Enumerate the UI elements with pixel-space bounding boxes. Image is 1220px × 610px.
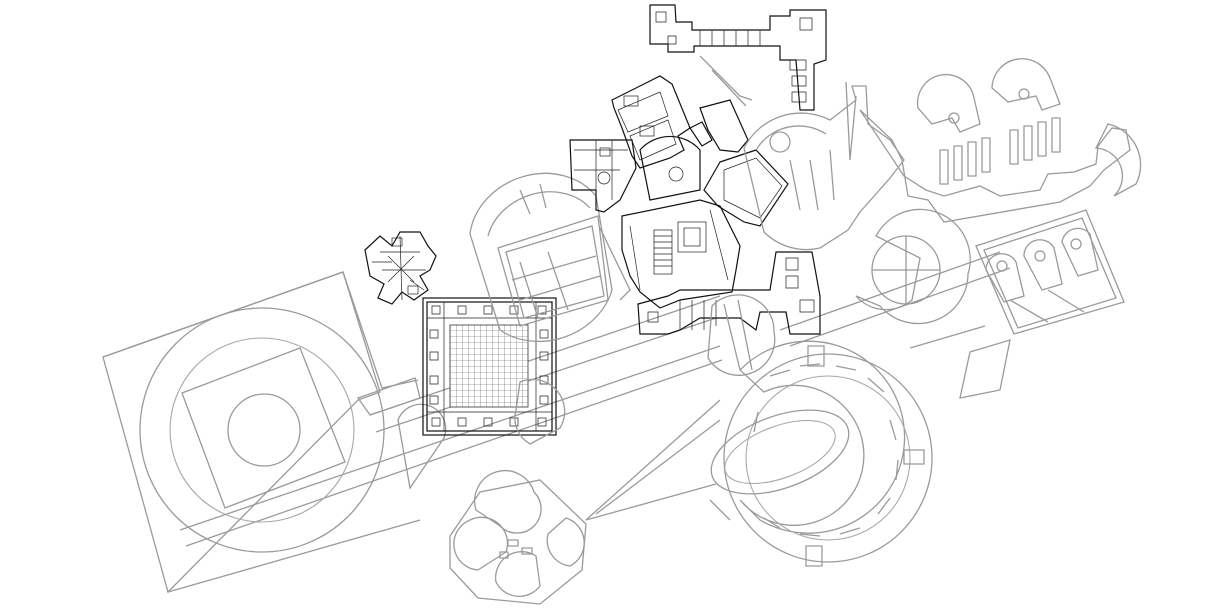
three-arch-block [975,209,1125,335]
residential-wing [649,4,827,111]
lower-wing [637,251,821,376]
oval-gallery [469,172,631,343]
arched-buildings [859,58,1142,223]
square-plaza [102,271,447,594]
diagonal-spine [179,251,1011,547]
curved-hall [699,55,905,251]
circular-court [855,208,971,325]
central-complex [569,75,789,309]
small-house-plan [364,231,437,305]
clover-pavilion [449,470,587,605]
circular-pavilion [585,340,933,567]
